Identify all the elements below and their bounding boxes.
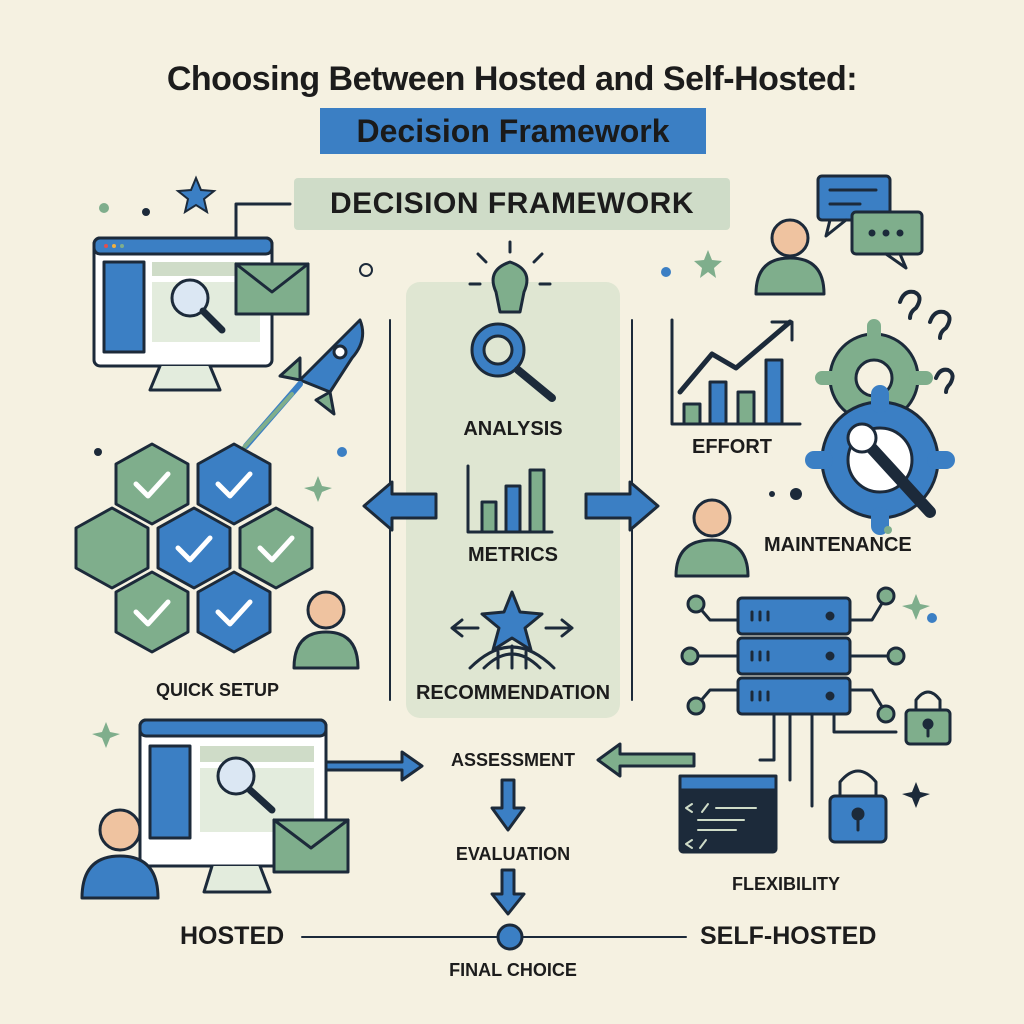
arrow-into-assessment — [324, 750, 424, 782]
chat-bubbles-icon — [816, 174, 924, 270]
star-icon — [694, 250, 722, 278]
decor-dot — [661, 267, 671, 277]
decor-dot — [884, 526, 892, 534]
label-maintenance: MAINTENANCE — [764, 534, 912, 556]
person-icon — [292, 590, 360, 670]
wrench-icon — [805, 385, 955, 535]
lock-icon — [904, 690, 952, 746]
code-terminal-icon — [678, 774, 778, 854]
decor-dot — [94, 448, 102, 456]
label-recommendation: RECOMMENDATION — [415, 682, 611, 704]
arrow-left — [362, 480, 438, 532]
envelope-icon — [234, 262, 310, 316]
decor-dot — [769, 491, 775, 497]
sparkle-icon — [902, 594, 930, 620]
star-arrows-icon — [450, 590, 574, 670]
page-title: Choosing Between Hosted and Self-Hosted: — [166, 60, 858, 98]
hexagon-checklist-icon — [74, 442, 314, 654]
decor-dot — [790, 488, 802, 500]
decor-dot — [142, 208, 150, 216]
arrow-right — [584, 480, 660, 532]
envelope-icon — [272, 818, 350, 874]
question-mark-icon — [898, 289, 955, 394]
label-flexibility: FLEXIBILITY — [732, 874, 840, 894]
label-self-hosted: SELF-HOSTED — [700, 922, 877, 950]
decor-dot — [99, 203, 109, 213]
arrow-down-2 — [490, 868, 526, 916]
decor-dot — [359, 263, 373, 277]
scale-marker — [496, 923, 524, 951]
line-chart-icon — [670, 318, 802, 426]
sparkle-icon — [902, 782, 930, 808]
person-icon — [674, 498, 750, 578]
magnifier-icon — [216, 756, 276, 814]
sparkle-icon — [92, 722, 120, 748]
lightbulb-icon — [468, 240, 556, 402]
label-hosted: HOSTED — [180, 922, 285, 950]
page-subtitle: Decision Framework — [320, 108, 706, 154]
label-effort: EFFORT — [692, 436, 772, 458]
server-icon — [680, 586, 906, 808]
rocket-icon — [236, 318, 365, 456]
sparkle-icon — [304, 476, 332, 502]
connector-line — [234, 202, 292, 240]
label-evaluation: EVALUATION — [455, 844, 571, 864]
label-quick-setup: QUICK SETUP — [156, 680, 280, 700]
lock-icon — [828, 769, 888, 844]
label-assessment: ASSESSMENT — [450, 750, 576, 770]
label-analysis: ANALYSIS — [463, 418, 563, 440]
person-icon — [80, 808, 160, 900]
arrow-down-1 — [490, 778, 526, 832]
decor-dot — [337, 447, 347, 457]
label-final-choice: FINAL CHOICE — [449, 960, 577, 980]
framework-label: DECISION FRAMEWORK — [294, 178, 730, 230]
decor-dot — [927, 613, 937, 623]
star-icon — [175, 175, 217, 215]
arrow-from-right — [596, 742, 696, 778]
person-icon — [754, 218, 826, 296]
label-metrics: METRICS — [468, 544, 558, 566]
bar-chart-icon — [466, 464, 554, 534]
magnifier-icon — [170, 278, 226, 334]
